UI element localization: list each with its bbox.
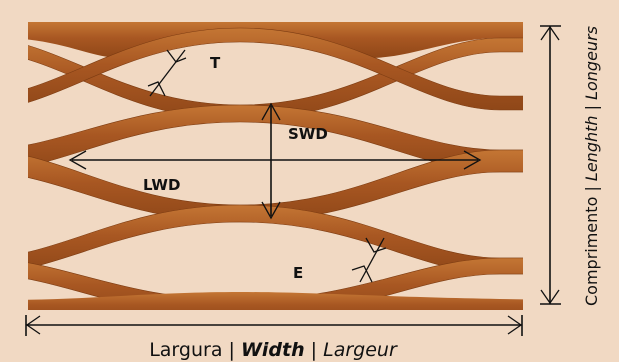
width-dimension — [25, 315, 523, 336]
length-caption: Comprimento | Lenghth | Longeurs — [582, 26, 601, 306]
length-dimension — [540, 25, 561, 305]
length-caption-en: Lenghth — [582, 115, 601, 181]
swd-dimension — [261, 102, 281, 220]
width-caption-pt: Largura — [149, 339, 222, 361]
label-lwd: LWD — [143, 176, 180, 194]
length-caption-sep2: | — [582, 100, 601, 116]
width-caption: Largura | Width | Largeur — [149, 339, 398, 361]
width-caption-sep1: | — [222, 339, 240, 361]
label-swd: SWD — [288, 125, 328, 143]
width-caption-sep2: | — [305, 339, 323, 361]
strand — [28, 104, 523, 173]
strand-width-indicator — [351, 237, 387, 283]
label-e: E — [293, 264, 303, 282]
thickness-indicator — [147, 49, 187, 97]
length-caption-pt: Comprimento — [582, 197, 601, 306]
strand — [28, 204, 523, 275]
length-caption-fr: Longeurs — [582, 26, 601, 100]
lwd-dimension — [68, 150, 482, 170]
length-caption-sep1: | — [582, 181, 601, 197]
label-t: T — [210, 54, 221, 72]
strand — [28, 292, 523, 310]
width-caption-fr: Largeur — [323, 339, 398, 361]
strand — [28, 27, 523, 111]
mesh-strands — [28, 22, 523, 310]
width-caption-en: Width — [241, 339, 305, 361]
